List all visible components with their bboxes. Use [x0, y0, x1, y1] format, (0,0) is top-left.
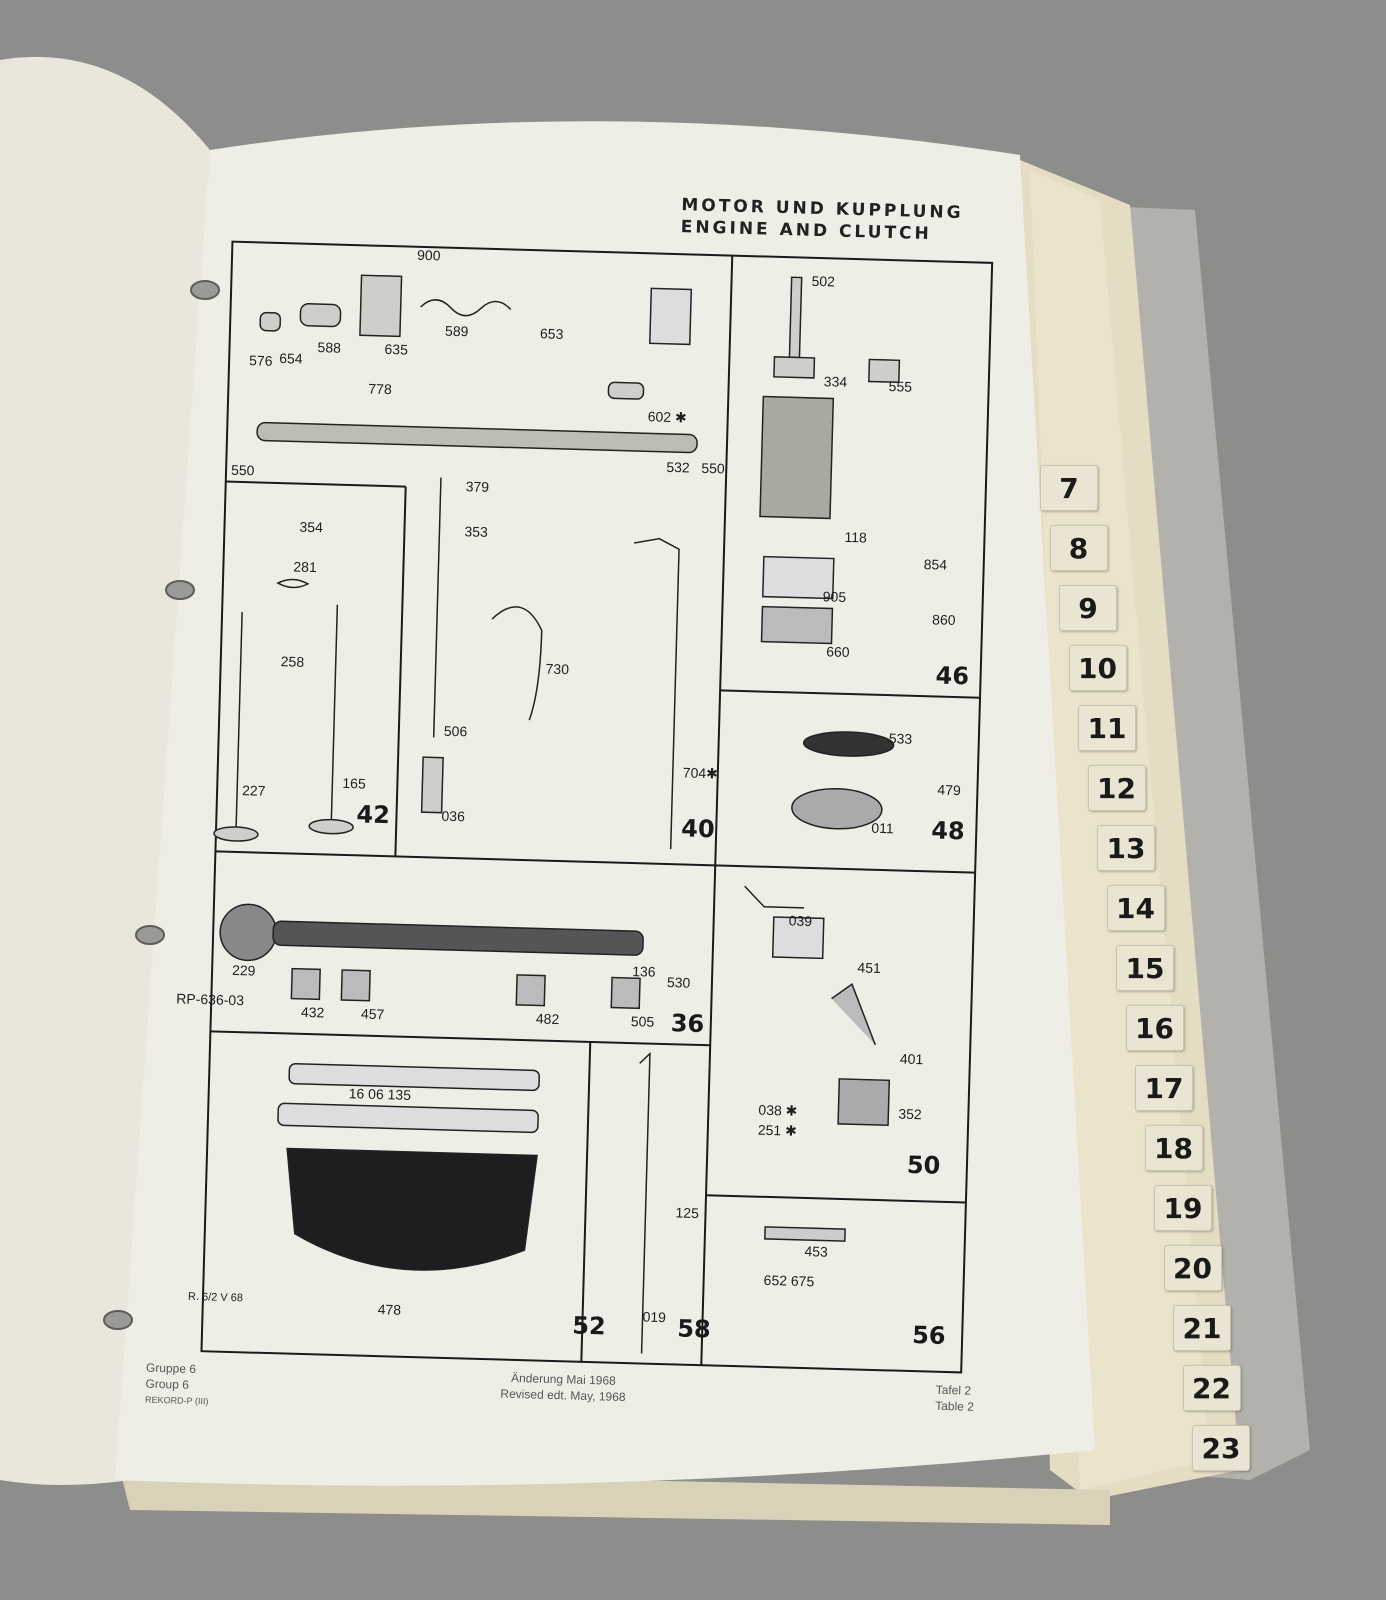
index-tab-16[interactable]: 16 — [1125, 1005, 1184, 1051]
part-label: 533 — [888, 730, 913, 747]
index-tab-14[interactable]: 14 — [1106, 885, 1165, 931]
part-label: 550 — [230, 461, 255, 479]
footer-table-en: Table 2 — [935, 1398, 975, 1414]
part-label: 530 — [666, 974, 691, 991]
part-label: 505 — [630, 1013, 655, 1030]
footer-table: Tafel 2 Table 2 — [935, 1382, 975, 1415]
part-label: 654 — [279, 349, 303, 367]
footer-tafel: Tafel 2 — [935, 1382, 972, 1398]
part-label: 778 — [368, 380, 392, 398]
part-label: 478 — [377, 1301, 402, 1318]
index-tab-20[interactable]: 20 — [1163, 1245, 1222, 1291]
part-label: 506 — [443, 722, 468, 740]
index-tab-8[interactable]: 8 — [1049, 525, 1108, 571]
part-label: 030 — [438, 1252, 463, 1270]
part-label: 860 — [931, 611, 956, 628]
figure-number: 56 — [911, 1321, 946, 1350]
part-label: 038 ✱ — [758, 1101, 798, 1119]
part-label: 602 ✱ — [647, 408, 687, 426]
part-label: 334 — [823, 373, 848, 390]
exploded-parts-diagram — [200, 240, 994, 1374]
index-tab-22[interactable]: 22 — [1182, 1365, 1241, 1411]
index-tab-23[interactable]: 23 — [1192, 1425, 1250, 1471]
part-label: 118 — [844, 528, 868, 546]
footer-model: REKORD-P (III) — [144, 1394, 209, 1407]
part-label: 479 — [937, 781, 962, 799]
part-label: 588 — [317, 339, 342, 356]
part-label: 576 — [248, 352, 273, 369]
part-label: 036 — [441, 807, 466, 825]
index-tab-7[interactable]: 7 — [1040, 465, 1098, 511]
figure-number: 48 — [930, 816, 966, 846]
part-label: 900 — [416, 246, 441, 264]
part-label: 352 — [898, 1105, 922, 1123]
figure-number: 40 — [680, 814, 716, 844]
part-label: 652 675 — [763, 1271, 815, 1290]
part-label: 251 ✱ — [757, 1121, 798, 1139]
index-tab-10[interactable]: 10 — [1068, 645, 1127, 691]
figure-number: 42 — [356, 800, 391, 830]
part-label: 854 — [923, 556, 948, 573]
part-label: 660 — [826, 643, 850, 661]
figure-number: 36 — [670, 1009, 705, 1039]
part-label: 165 — [342, 774, 366, 792]
part-label: 589 — [444, 322, 469, 340]
figure-number: 46 — [935, 661, 970, 691]
index-tab-9[interactable]: 9 — [1059, 585, 1117, 631]
index-tab-17[interactable]: 17 — [1135, 1065, 1193, 1111]
part-label: 136 — [632, 963, 656, 980]
index-tab-19[interactable]: 19 — [1154, 1185, 1212, 1231]
part-label: 011 — [871, 819, 894, 837]
part-label: 550 — [701, 459, 725, 477]
part-label: 229 — [231, 961, 256, 979]
index-tab-12[interactable]: 12 — [1087, 765, 1146, 811]
part-label: 482 — [535, 1010, 560, 1028]
part-label: 354 — [299, 518, 324, 536]
index-tab-15[interactable]: 15 — [1116, 945, 1174, 991]
part-label: 039 — [788, 912, 813, 930]
part-label: 555 — [888, 378, 913, 395]
part-label: 453 — [804, 1243, 829, 1260]
part-label: 227 — [241, 782, 266, 799]
catalog-page: MOTOR UND KUPPLUNG ENGINE AND CLUTCH — [137, 150, 1034, 1523]
part-label: 401 — [899, 1050, 924, 1068]
part-label: 379 — [465, 478, 490, 495]
part-label: 353 — [464, 523, 489, 540]
revision-code: R. 6/2 V 68 — [187, 1290, 244, 1305]
part-label: 432 — [300, 1003, 325, 1021]
part-label: 281 — [293, 558, 317, 576]
index-tab-21[interactable]: 21 — [1173, 1305, 1231, 1351]
part-label: 704✱ — [682, 764, 719, 782]
part-label: 905 — [822, 588, 847, 605]
part-label: 730 — [545, 660, 570, 678]
part-label: 019 — [642, 1308, 667, 1326]
part-label: 457 — [360, 1005, 385, 1023]
part-label: 653 — [539, 325, 564, 342]
part-label: 532 — [666, 458, 690, 476]
part-label: 125 — [675, 1204, 700, 1222]
figure-number: 58 — [676, 1314, 712, 1344]
part-label: 502 — [811, 272, 836, 290]
footer-revision: Änderung Mai 1968 Revised edt. May, 1968 — [500, 1370, 626, 1405]
figure-number: 52 — [571, 1311, 607, 1341]
figure-number: 50 — [906, 1150, 941, 1180]
index-tab-18[interactable]: 18 — [1144, 1125, 1203, 1171]
footer-group-en: Group 6 — [145, 1376, 190, 1392]
part-label: 258 — [280, 653, 305, 670]
index-tab-11[interactable]: 11 — [1078, 705, 1136, 751]
index-tab-13[interactable]: 13 — [1097, 825, 1155, 871]
part-label: RP-636-03 — [176, 990, 245, 1009]
part-label: 16 06 135 — [348, 1085, 412, 1103]
footer-gruppe: Gruppe 6 — [145, 1360, 197, 1377]
footer-group: Gruppe 6 Group 6 REKORD-P (III) — [145, 1360, 210, 1410]
part-label: 635 — [384, 340, 409, 358]
part-label: 451 — [857, 959, 882, 977]
